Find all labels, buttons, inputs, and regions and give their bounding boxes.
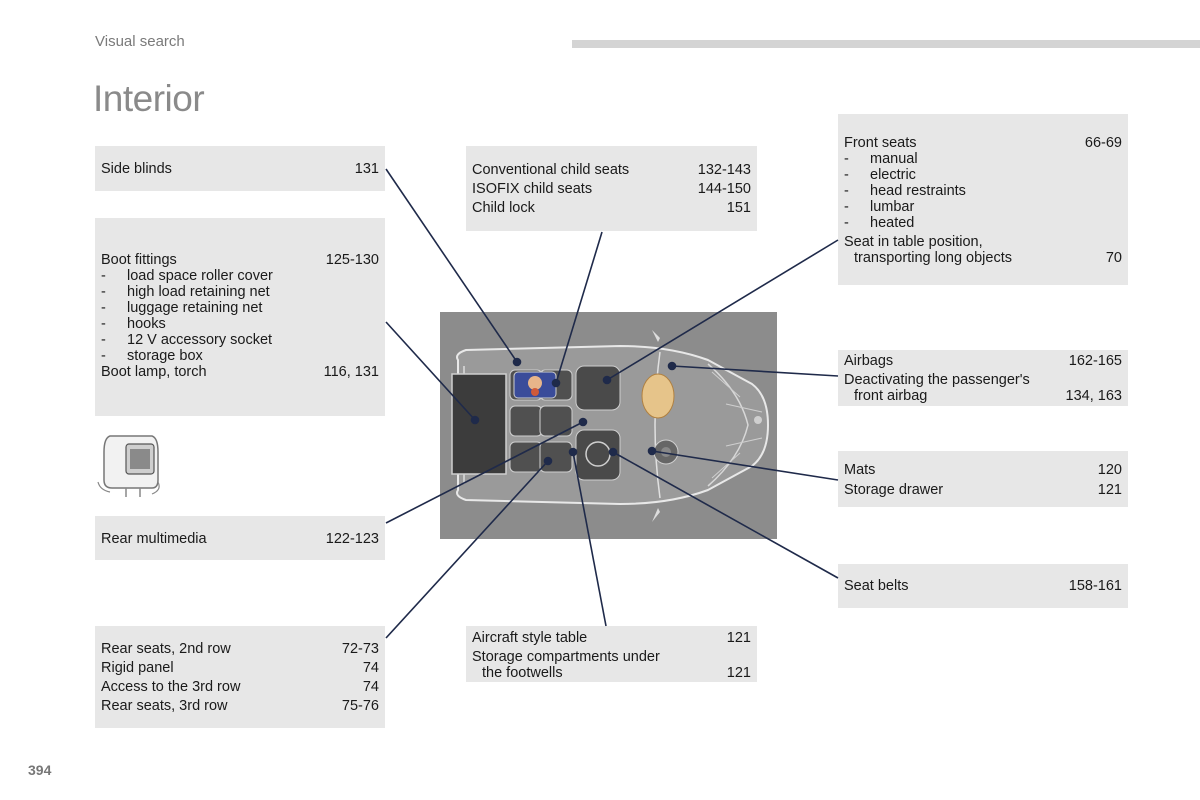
header-bar: [572, 40, 1200, 48]
leader-dot: [551, 378, 561, 388]
leader-dot: [578, 417, 588, 427]
leader-line: [555, 231, 603, 384]
storage-drawer-label: Storage drawer: [844, 482, 944, 498]
headrest-screen-icon: [97, 435, 160, 497]
mats-label: Mats: [844, 462, 876, 478]
rear-seats-row-page[interactable]: 75-76: [341, 698, 379, 714]
rear-multimedia-box: Rear multimedia 122-123: [95, 516, 385, 560]
page-number: 394: [28, 762, 52, 778]
storage-line2: the footwells: [482, 665, 563, 681]
boot-item: luggage retaining net: [127, 300, 263, 316]
front-seats-item: manual: [870, 151, 918, 167]
child-row-page[interactable]: 144-150: [697, 181, 751, 197]
leader-dot: [647, 446, 657, 456]
rear-seats-row-label: Rear seats, 2nd row: [101, 641, 231, 657]
rear-seats-row-label: Rigid panel: [101, 660, 174, 676]
child-row-page[interactable]: 132-143: [697, 162, 751, 178]
leader-dot: [568, 447, 578, 457]
leader-line: [671, 365, 839, 377]
deactivate-line1: Deactivating the passenger's: [844, 372, 1030, 388]
boot-fittings-page[interactable]: 125-130: [325, 252, 379, 268]
storage-line1: Storage compartments under: [472, 649, 660, 665]
seat-belts-box: Seat belts 158-161: [838, 564, 1128, 608]
storage-page[interactable]: 121: [726, 665, 751, 681]
boot-item: high load retaining net: [127, 284, 270, 300]
leader-line: [385, 460, 549, 639]
child-row-label: Child lock: [472, 200, 535, 216]
mats-page[interactable]: 120: [1097, 462, 1122, 478]
boot-item: hooks: [127, 316, 166, 332]
aircraft-table-label: Aircraft style table: [472, 630, 588, 646]
aircraft-table-page[interactable]: 121: [726, 630, 751, 646]
front-seats-item: heated: [870, 215, 915, 231]
child-seats-box: Conventional child seats 132-143 ISOFIX c…: [466, 146, 757, 231]
airbags-page[interactable]: 162-165: [1068, 353, 1122, 369]
car-interior-top-view-icon: [451, 330, 770, 522]
deactivate-line2: front airbag: [854, 388, 928, 404]
leader-line: [606, 239, 839, 381]
boot-lamp-page[interactable]: 116, 131: [323, 364, 379, 380]
leader-dot: [512, 357, 522, 367]
leader-dot: [608, 447, 618, 457]
boot-item: load space roller cover: [127, 268, 273, 284]
leader-line: [612, 451, 839, 579]
seat-table-line1: Seat in table position,: [844, 234, 983, 250]
boot-item: 12 V accessory socket: [127, 332, 273, 348]
rear-seats-row-page[interactable]: 74: [362, 679, 379, 695]
deactivate-page[interactable]: 134, 163: [1065, 388, 1122, 404]
rear-seats-row-page[interactable]: 72-73: [341, 641, 379, 657]
seat-table-page[interactable]: 70: [1105, 250, 1122, 266]
aircraft-table-box: Aircraft style table 121 Storage compartm…: [466, 626, 757, 682]
rear-seats-row-label: Access to the 3rd row: [101, 679, 241, 695]
rear-seats-row-page[interactable]: 74: [362, 660, 379, 676]
side-blinds-page[interactable]: 131: [354, 161, 379, 177]
leader-line: [651, 450, 839, 481]
rear-seats-box: Rear seats, 2nd row 72-73 Rigid panel 74 A…: [95, 626, 385, 728]
car-diagram: [440, 312, 777, 539]
child-row-page[interactable]: 151: [726, 200, 751, 216]
seat-belts-page[interactable]: 158-161: [1068, 578, 1122, 594]
leader-dot: [602, 375, 612, 385]
child-row-label: ISOFIX child seats: [472, 181, 593, 197]
page-title: Interior: [93, 78, 205, 119]
airbags-label: Airbags: [844, 353, 894, 369]
seat-table-line2: transporting long objects: [854, 250, 1012, 266]
leader-line: [385, 421, 584, 524]
boot-item: storage box: [127, 348, 203, 364]
leader-line: [385, 321, 476, 421]
front-seats-label: Front seats: [844, 135, 917, 151]
rear-multimedia-label: Rear multimedia: [101, 531, 207, 547]
rear-seats-row-label: Rear seats, 3rd row: [101, 698, 228, 714]
mats-box: Mats 120 Storage drawer 121: [838, 451, 1128, 507]
side-blinds-box: Side blinds 131: [95, 146, 385, 191]
front-seats-item: lumbar: [870, 199, 915, 215]
boot-lamp-label: Boot lamp, torch: [101, 364, 207, 380]
storage-drawer-page[interactable]: 121: [1097, 482, 1122, 498]
leader-line: [572, 451, 607, 627]
leader-dot: [667, 361, 677, 371]
leader-dot: [470, 415, 480, 425]
seat-belts-label: Seat belts: [844, 578, 909, 594]
rear-multimedia-page[interactable]: 122-123: [325, 531, 379, 547]
child-row-label: Conventional child seats: [472, 162, 630, 178]
airbags-box: Airbags 162-165 Deactivating the passenge…: [838, 350, 1128, 406]
boot-fittings-label: Boot fittings: [101, 252, 177, 268]
section-label: Visual search: [95, 33, 185, 50]
leader-dot: [543, 456, 553, 466]
leader-line: [385, 168, 518, 363]
front-seats-item: head restraints: [870, 183, 966, 199]
front-seats-page[interactable]: 66-69: [1084, 135, 1122, 151]
side-blinds-label: Side blinds: [101, 161, 172, 177]
front-seats-item: electric: [870, 167, 916, 183]
